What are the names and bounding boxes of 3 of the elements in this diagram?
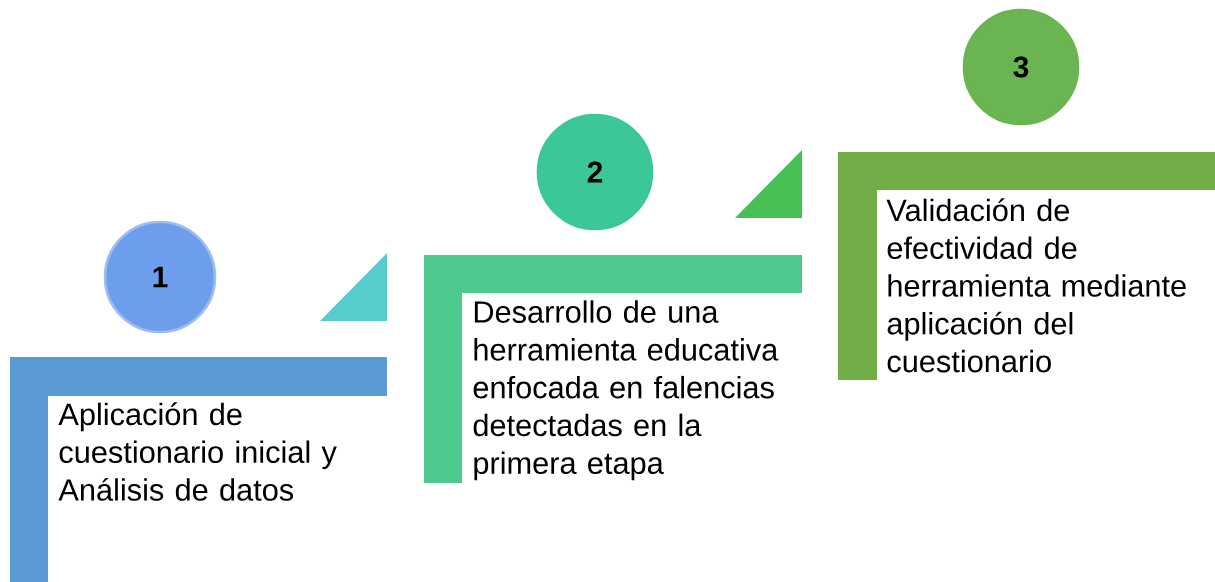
step-band: Aplicación de cuestionario inicial y Análisis de datos	[10, 357, 387, 582]
step-band: Desarrollo de una herramienta educativa enfocada en falencias detectadas en la primera etapa	[424, 255, 802, 483]
step-band: Validación de efectividad de herramienta mediante aplicación del cuestionario	[838, 152, 1215, 380]
